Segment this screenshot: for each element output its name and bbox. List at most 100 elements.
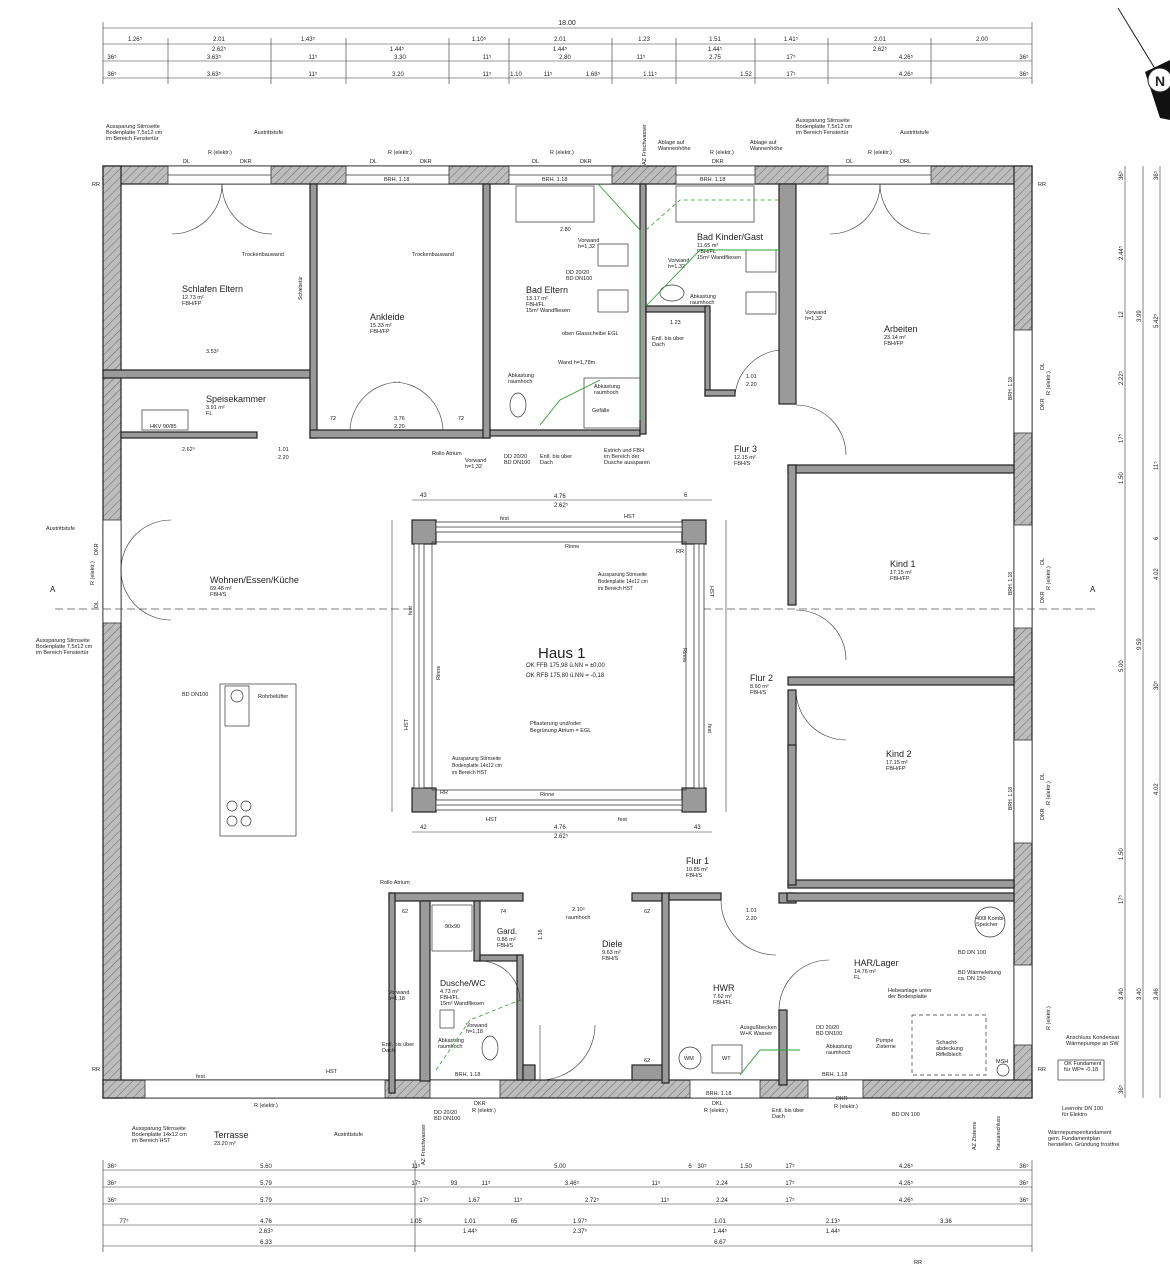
room-name: Wohnen/Essen/Küche: [210, 575, 299, 585]
room-name: Bad Eltern: [526, 285, 568, 295]
annotation: DD 20/20: [504, 454, 527, 460]
dim-top: 1.23: [638, 37, 650, 43]
annotation: 1.16: [538, 929, 544, 940]
room-floor: FBH/FP: [182, 301, 202, 307]
atrium-dim: 4.76: [554, 825, 566, 831]
room-name: Speisekammer: [206, 394, 266, 404]
dim-top: 11⁵: [483, 71, 492, 78]
atrium-dim: 6: [684, 493, 688, 499]
annotation: Dach: [382, 1048, 395, 1054]
dim-top: 2.62⁵: [212, 46, 227, 53]
dim-bottom: 36⁵: [107, 1163, 117, 1170]
dim-bottom: 5.60: [260, 1164, 272, 1170]
dim-top: 36⁵: [1019, 71, 1029, 78]
annotation: DL: [183, 159, 190, 165]
annotation: Bodenplatte 7,5x12 cm: [796, 124, 853, 130]
annotation: BRH. 1.18: [1008, 377, 1014, 400]
annotation: im Bereich Fenstertür: [106, 136, 159, 142]
dim-right: 3.99: [1137, 310, 1143, 322]
annotation: Wärmepumpe an SW: [1066, 1041, 1119, 1047]
annotation: DKR: [712, 159, 724, 165]
room-name: Dusche/WC: [440, 978, 485, 988]
dim-bottom: 2.24: [716, 1198, 728, 1204]
annotation: Leerrohr DN 100: [1062, 1106, 1103, 1112]
atrium-hst: HST: [486, 817, 498, 823]
atrium-paving: Pflasterung und/oder: [530, 721, 581, 727]
annotation: HST: [326, 1069, 338, 1075]
dim-bottom: 17⁵: [785, 1180, 795, 1187]
room-name: Terrasse: [214, 1130, 249, 1140]
annotation: Schacht-: [936, 1040, 958, 1046]
annotation: R (elektr.): [550, 150, 574, 156]
dim-bottom: 4.26⁵: [899, 1180, 914, 1187]
room-floor: FBH/FP: [884, 341, 904, 347]
annotation: Wannenhöhe: [658, 146, 691, 152]
room-floor: FBH/FP: [886, 766, 906, 772]
atrium-dim-lines: [391, 499, 727, 833]
annotations: Aussparung Stirnseite Bodenplatte 7,5x12…: [36, 118, 1119, 1266]
annotation: R (elektr.): [834, 1104, 858, 1110]
annotation: für Elektro: [1062, 1112, 1087, 1118]
room-area: 4.73 m²: [440, 989, 459, 995]
dim-top: 36⁵: [107, 71, 117, 78]
annotation: 2.62⁵: [182, 446, 195, 453]
dim-bottom: 2.63⁵: [259, 1228, 274, 1235]
annotation: im Bereich der: [604, 454, 640, 460]
dim-right: 6: [1154, 536, 1160, 540]
room-name: Arbeiten: [884, 324, 918, 334]
annotation: BRH. 1.18: [542, 177, 567, 183]
annotation: Trockenbauwand: [242, 252, 284, 258]
room-name: Gard.: [497, 927, 517, 936]
atrium-rinne: Rinne: [540, 792, 554, 798]
annotation: h=1,18: [388, 996, 405, 1002]
dim-bottom: 2.13⁵: [826, 1218, 841, 1225]
dim-top: 1.44⁵: [708, 46, 723, 53]
dim-bottom: 6.33: [260, 1240, 272, 1246]
annotation: OK Fundament: [1064, 1061, 1102, 1067]
dim-bottom: 36⁵: [1019, 1180, 1029, 1187]
north-arrow-icon: N: [1117, 7, 1170, 120]
annotation: Rohrbelüfter: [258, 694, 288, 700]
annotation: BRH. 1.18: [700, 177, 725, 183]
dim-top: 1.44⁵: [390, 46, 405, 53]
annotation: Wannenhöhe: [750, 146, 783, 152]
annotation: BD DN100: [504, 460, 530, 466]
annotation: Dach: [540, 460, 553, 466]
dim-top: 2.62⁵: [873, 46, 888, 53]
dim-top: 11⁵: [309, 54, 318, 61]
annotation: Vorwand: [465, 458, 486, 464]
annotation: Anschluss Kondensat: [1066, 1035, 1119, 1041]
room-name: HWR: [713, 983, 735, 993]
dim-bottom: 30⁵: [697, 1163, 707, 1170]
dim-right: 4.02: [1154, 568, 1160, 580]
dim-bottom: 3.36: [940, 1219, 952, 1225]
annotation: 3.53⁵: [206, 348, 219, 355]
dim-total: 18.00: [558, 20, 576, 27]
dim-bottom: 11⁵: [412, 1163, 421, 1170]
top-windows: [167, 165, 932, 185]
room-area: 14.76 m²: [854, 969, 876, 975]
dim-top: 17⁵: [786, 54, 796, 61]
annotation: Ausgußbecken: [740, 1025, 777, 1031]
atrium-recess: Bodenplatte 14x12 cm: [452, 763, 502, 769]
top-dimension-lines: [102, 22, 1033, 84]
dim-bottom: 1.01: [464, 1219, 476, 1225]
annotation: DL: [94, 601, 100, 608]
dim-right: 17⁵: [1118, 433, 1125, 443]
atrium-dim: 2.62⁵: [554, 502, 569, 509]
dim-bottom: 11⁵: [482, 1180, 491, 1187]
dim-top: 2.01: [874, 37, 886, 43]
dim-right: 9.59: [1137, 638, 1143, 650]
annotation: Austrittstufe: [900, 130, 929, 136]
dim-top: 36⁵: [107, 54, 117, 61]
annotation: Ablage auf: [750, 140, 777, 146]
dim-top: 11⁵: [309, 71, 318, 78]
dim-bottom: 11⁵: [652, 1180, 661, 1187]
dim-bottom: 1.50: [740, 1164, 752, 1170]
annotation: raumhoch: [594, 390, 618, 396]
annotation: Rinne: [681, 648, 687, 662]
annotation: DKR: [1040, 808, 1046, 820]
annotation: fest: [196, 1074, 205, 1080]
annotation: BD DN 100: [892, 1112, 920, 1118]
room-name: Ankleide: [370, 312, 405, 322]
